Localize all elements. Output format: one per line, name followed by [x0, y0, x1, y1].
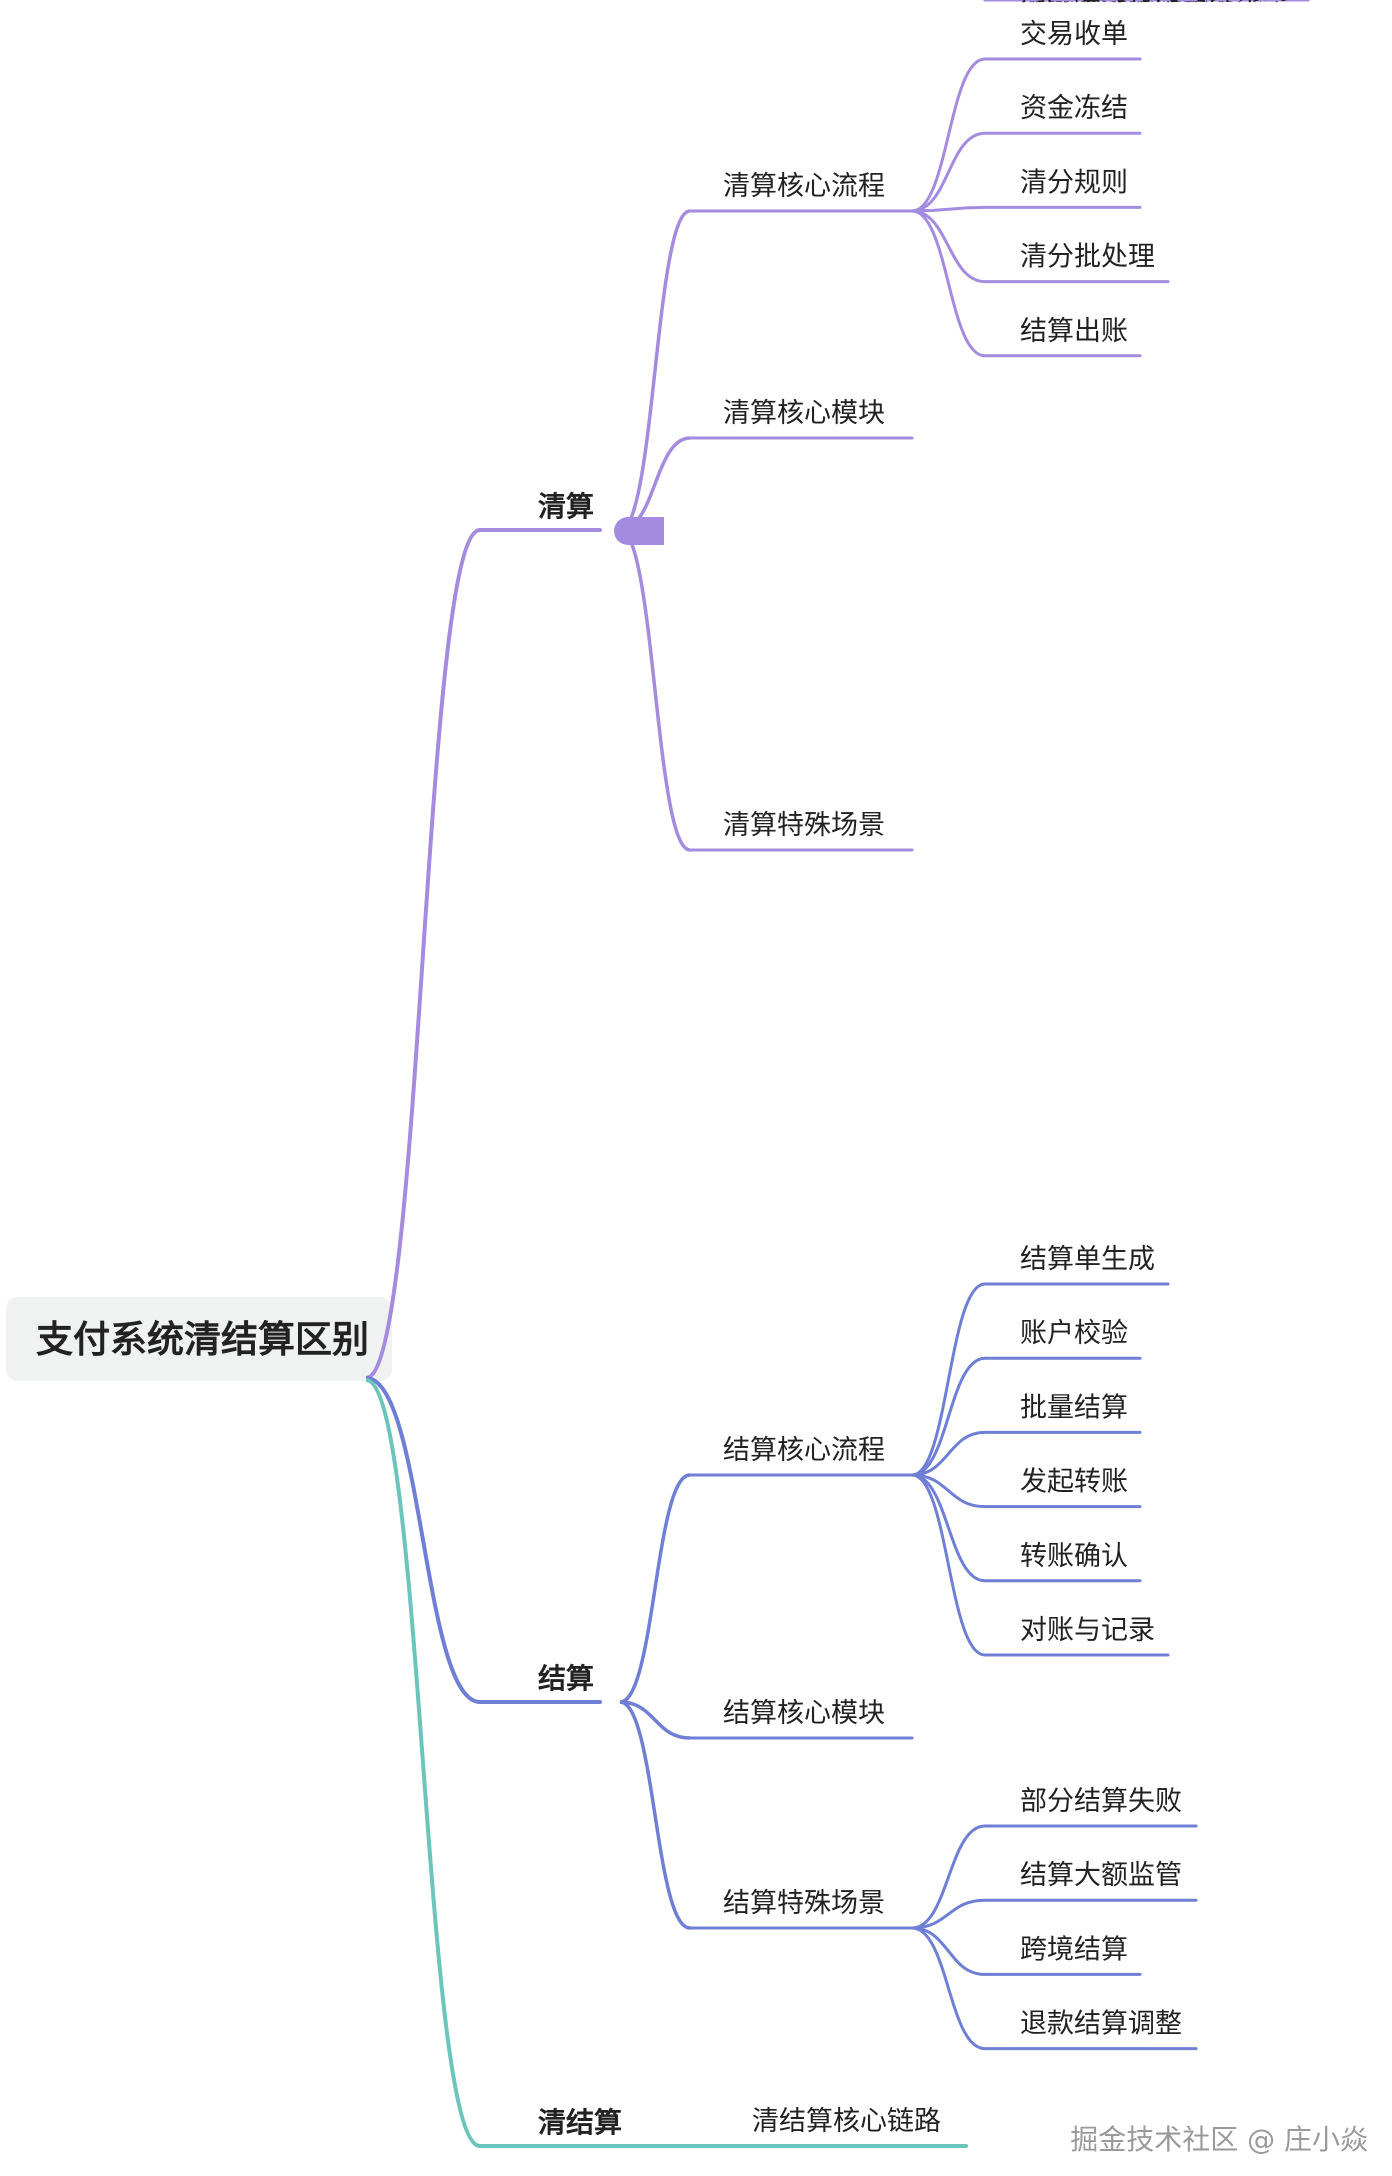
leaf-node-0-2-1[interactable]: 清算数据不一致 — [1020, 0, 1209, 7]
watermark: 掘金技术社区 @ 庄小焱 — [1070, 2123, 1368, 2156]
connector-leaf-1-0-2 — [911, 1430, 986, 1477]
connector-l1-1-2 — [619, 1700, 691, 1930]
connector-leaf-0-0-0 — [911, 57, 986, 213]
l1-node-2[interactable]: 清结算 — [538, 2106, 622, 2139]
connector-l1-1-1 — [619, 1700, 691, 1740]
l2-node-0-0[interactable]: 清算核心流程 — [723, 171, 885, 202]
leaf-node-0-0-4[interactable]: 结算出账 — [1020, 316, 1128, 347]
leaf-node-0-2-2[interactable]: 退款、部分退款清算 — [1020, 0, 1263, 7]
connector-leaf-1-0-3 — [911, 1473, 986, 1509]
leaf-node-0-2-5[interactable]: 大额交易清算 — [1020, 0, 1182, 7]
collapse-toggle-icon[interactable] — [614, 517, 664, 545]
l2-node-0-1[interactable]: 清算核心模块 — [723, 398, 885, 429]
root-label[interactable]: 支付系统清结算区别 — [36, 1318, 369, 1361]
leaf-node-1-2-1[interactable]: 结算大额监管 — [1020, 1860, 1182, 1891]
leaf-node-1-2-3[interactable]: 退款结算调整 — [1020, 2009, 1182, 2040]
l2-node-0-2[interactable]: 清算特殊场景 — [723, 810, 885, 841]
connector-leaf-1-0-5 — [911, 1473, 986, 1657]
connector-l1-0-0 — [619, 209, 691, 532]
connector-leaf-1-0-1 — [911, 1356, 986, 1477]
connector-root-2 — [365, 1378, 481, 2148]
connector-leaf-1-0-4 — [911, 1473, 986, 1583]
leaf-node-1-0-3[interactable]: 发起转账 — [1020, 1467, 1128, 1498]
leaf-node-1-0-1[interactable]: 账户校验 — [1020, 1318, 1128, 1349]
l2-node-2-0[interactable]: 清结算核心链路 — [752, 2106, 941, 2137]
leaf-node-0-2-7[interactable]: 结算延迟与提前 — [1020, 0, 1209, 7]
connector-leaf-1-2-1 — [911, 1898, 986, 1930]
l2-node-1-2[interactable]: 结算特殊场景 — [723, 1888, 885, 1919]
leaf-node-0-0-0[interactable]: 交易收单 — [1020, 19, 1128, 50]
connector-leaf-0-0-4 — [911, 209, 986, 358]
leaf-node-0-2-0[interactable]: 交易失败与异常未入账 — [1020, 0, 1290, 7]
connector-leaf-1-2-0 — [911, 1824, 986, 1930]
leaf-node-0-2-9[interactable]: 商户违约行为 — [1020, 0, 1182, 7]
connector-leaf-0-0-2 — [911, 205, 986, 213]
leaf-node-1-2-2[interactable]: 跨境结算 — [1020, 1934, 1128, 1965]
connector-leaf-1-0-0 — [911, 1282, 986, 1477]
root-node[interactable] — [6, 1297, 392, 1381]
leaf-node-0-2-3[interactable]: 商户账户冻结与无效 — [1020, 0, 1263, 7]
leaf-node-0-2-6[interactable]: 渠道手续费或服务异常 — [1020, 0, 1290, 7]
connector-leaf-0-0-3 — [911, 209, 986, 284]
leaf-node-1-0-4[interactable]: 转账确认 — [1020, 1541, 1128, 1572]
l1-node-1[interactable]: 结算 — [538, 1662, 594, 1695]
connector-leaf-1-2-3 — [911, 1926, 986, 2051]
leaf-node-1-0-5[interactable]: 对账与记录 — [1020, 1615, 1155, 1646]
l1-node-0[interactable]: 清算 — [538, 490, 594, 523]
l2-node-1-1[interactable]: 结算核心模块 — [723, 1698, 885, 1729]
connector-leaf-0-0-1 — [911, 131, 986, 213]
connector-root-0 — [365, 528, 481, 1380]
connector-root-1 — [365, 1376, 481, 1704]
leaf-node-0-2-8[interactable]: 资金冻结与监管异常 — [1020, 0, 1263, 7]
connector-l1-1-0 — [619, 1473, 691, 1704]
leaf-node-0-0-1[interactable]: 资金冻结 — [1020, 93, 1128, 124]
connector-leaf-1-2-2 — [911, 1926, 986, 1976]
leaf-node-1-2-0[interactable]: 部分结算失败 — [1020, 1786, 1182, 1817]
leaf-node-1-0-0[interactable]: 结算单生成 — [1020, 1244, 1155, 1275]
l2-node-1-0[interactable]: 结算核心流程 — [723, 1435, 885, 1466]
leaf-node-0-2-4[interactable]: 跨境清算汇率波动 — [1020, 0, 1236, 7]
leaf-node-1-0-2[interactable]: 批量结算 — [1020, 1392, 1128, 1423]
connector-l1-0-2 — [619, 528, 691, 852]
leaf-node-0-0-2[interactable]: 清分规则 — [1020, 167, 1128, 198]
leaf-node-0-0-3[interactable]: 清分批处理 — [1020, 242, 1155, 273]
